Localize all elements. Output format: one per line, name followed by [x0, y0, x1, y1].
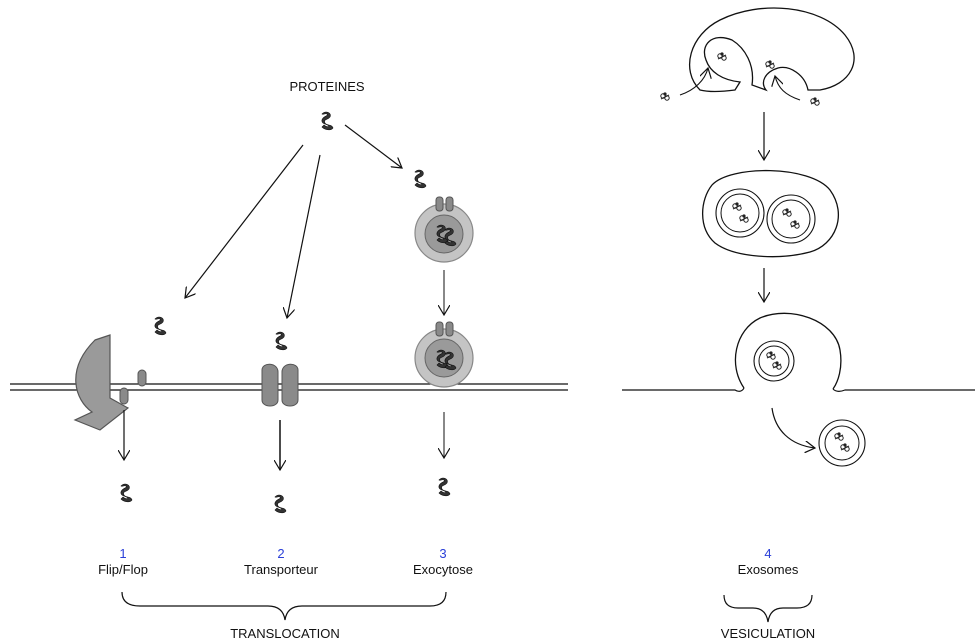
group-vesiculation: VESICULATION — [720, 626, 816, 641]
mechanism-1-name: Flip/Flop — [98, 562, 148, 577]
arrow-exosome-release — [771, 407, 815, 448]
mechanism-4-number: 4 — [764, 546, 772, 561]
protein-exocytose-top — [414, 169, 427, 189]
protein-flipflop-bottom — [120, 483, 133, 503]
arrow-to-transporter — [287, 154, 321, 318]
multivesicular-body — [702, 169, 839, 258]
transporter-channel — [261, 363, 299, 407]
membrane-right — [622, 387, 975, 392]
mechanism-2-name: Transporteur — [244, 562, 318, 577]
protein-endo-1 — [717, 51, 727, 61]
endosome-formation — [689, 7, 855, 93]
group-translocation: TRANSLOCATION — [230, 626, 340, 641]
vesicle-exocytose-top — [414, 196, 474, 263]
brace-vesiculation — [723, 594, 813, 623]
protein-free-right — [810, 96, 820, 106]
released-exosome — [818, 419, 866, 467]
flipflop-membrane-protein-outer — [137, 369, 147, 387]
protein-transporter-top — [275, 331, 288, 351]
mechanism-3-name: Exocytose — [413, 562, 473, 577]
flipflop-curved-arrow — [73, 334, 130, 431]
mechanism-3-number: 3 — [439, 546, 447, 561]
arrow-to-flipflop — [185, 144, 304, 298]
protein-exocytose-bottom — [438, 477, 451, 497]
arrow-uptake-left — [679, 68, 708, 96]
brace-translocation — [121, 591, 447, 621]
flipflop-membrane-protein-inner — [119, 387, 129, 405]
title-proteines: PROTEINES — [289, 79, 365, 94]
source-protein — [321, 111, 334, 131]
protein-free-left — [660, 91, 670, 101]
vesicle-exocytose-fusing — [414, 321, 474, 388]
mechanism-2-number: 2 — [277, 546, 285, 561]
fusing-mvb — [734, 312, 842, 390]
protein-transporter-bottom — [274, 494, 287, 514]
mechanism-1-number: 1 — [119, 546, 127, 561]
arrow-to-exocytose — [344, 124, 402, 168]
arrow-uptake-right — [775, 76, 801, 101]
protein-flipflop-top — [154, 316, 167, 336]
mechanism-4-name: Exosomes — [737, 562, 799, 577]
